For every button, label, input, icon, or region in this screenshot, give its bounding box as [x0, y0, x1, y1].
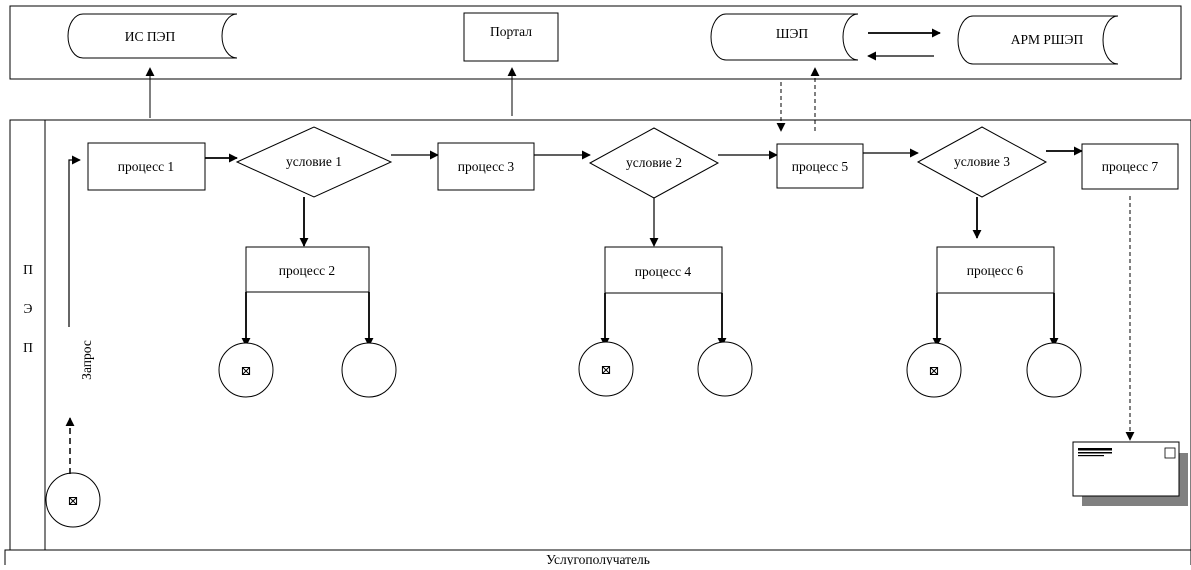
arrow-request-to-process1 [68, 155, 81, 327]
end-node-reject-2-icon: ⊠ [601, 362, 612, 377]
request-label: Запрос [79, 340, 94, 380]
condition-1-label: условие 1 [286, 154, 342, 169]
lane-title-letter-2: Э [24, 301, 33, 316]
system-portal: Портал [463, 12, 559, 62]
process-7: процесс 7 [1081, 143, 1179, 190]
lane-title: П Э П [23, 262, 33, 355]
process-7-label: процесс 7 [1102, 159, 1159, 174]
output-document-icon [1072, 441, 1188, 506]
end-node-accept-3 [1026, 342, 1082, 398]
system-is-pep-label: ИС ПЭП [125, 29, 176, 44]
start-node-icon: ⊠ [68, 493, 79, 508]
condition-1: условие 1 [235, 126, 393, 198]
end-node-accept-2 [697, 341, 753, 397]
process-4-label: процесс 4 [635, 264, 692, 279]
system-arm-rshep: АРМ РШЭП [957, 15, 1119, 65]
end-node-reject-3-icon: ⊠ [929, 363, 940, 378]
process-4: процесс 4 [604, 246, 723, 294]
condition-2-label: условие 2 [626, 155, 682, 170]
process-1-label: процесс 1 [118, 159, 174, 174]
process-3-label: процесс 3 [458, 159, 515, 174]
lane-title-letter-1: П [23, 262, 33, 277]
system-arm-rshep-label: АРМ РШЭП [1011, 32, 1084, 47]
process-5-label: процесс 5 [792, 159, 849, 174]
process-6: процесс 6 [936, 246, 1055, 294]
process-1: процесс 1 [87, 142, 206, 191]
end-node-reject-2: ⊠ [578, 341, 634, 397]
condition-2: условие 2 [588, 127, 720, 199]
system-is-pep: ИС ПЭП [67, 13, 238, 59]
end-node-reject-1: ⊠ [218, 342, 274, 398]
end-node-accept-1 [341, 342, 397, 398]
system-portal-label: Портал [490, 24, 532, 39]
end-node-reject-1-icon: ⊠ [241, 363, 252, 378]
lane-title-letter-3: П [23, 340, 33, 355]
end-node-reject-3: ⊠ [906, 342, 962, 398]
system-shep-label: ШЭП [776, 26, 809, 41]
condition-3-label: условие 3 [954, 154, 1010, 169]
process-2: процесс 2 [245, 246, 370, 293]
condition-3: условие 3 [916, 126, 1048, 198]
process-5: процесс 5 [776, 143, 864, 189]
process-2-label: процесс 2 [279, 263, 335, 278]
systems-lane [9, 5, 1182, 80]
start-node: ⊠ [45, 472, 101, 528]
recipient-label: Услугополучатель [546, 552, 650, 565]
process-3: процесс 3 [437, 142, 535, 191]
process-6-label: процесс 6 [967, 263, 1024, 278]
system-shep: ШЭП [710, 13, 859, 61]
